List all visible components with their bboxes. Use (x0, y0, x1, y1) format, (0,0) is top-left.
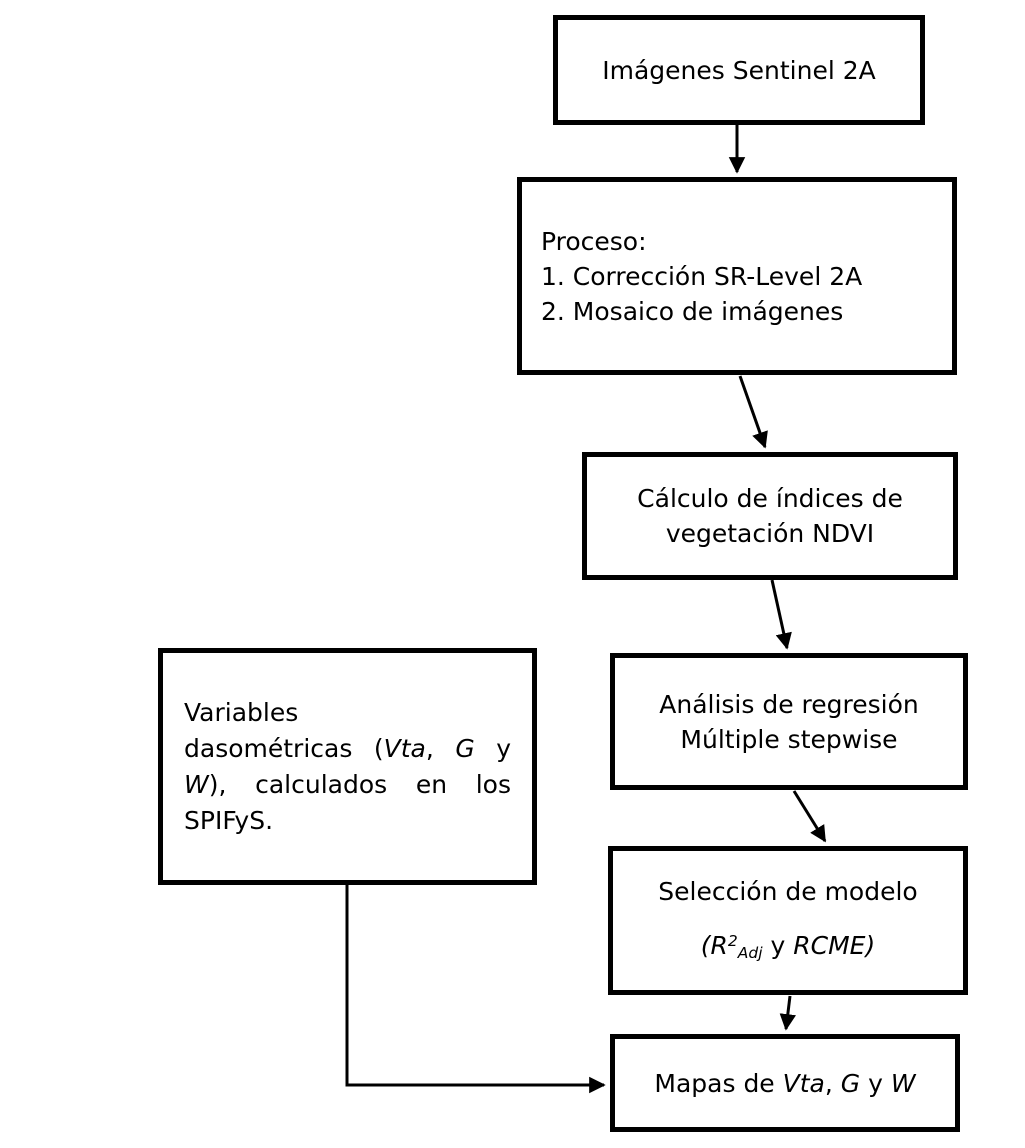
variables-word-dasometricas: dasométricas (184, 733, 353, 763)
box-calculo-ndvi-line2: vegetación NDVI (665, 519, 875, 548)
box-imagenes-sentinel-label: Imágenes Sentinel 2A (602, 55, 876, 85)
mapas-comma: , (824, 1068, 841, 1098)
box-seleccion-modelo: Selección de modelo (R2Adj y RCME) (608, 846, 968, 995)
arrow-variables-to-mapas (345, 881, 606, 1094)
formula-open-r: (R (700, 931, 728, 960)
arrow-regresion-to-seleccion (792, 790, 827, 843)
variables-word-calculados: calculados (255, 769, 388, 799)
formula-superscript-2: 2 (727, 932, 738, 951)
variables-word-los: los (475, 769, 511, 799)
variables-word-vta-group: (Vta, (373, 733, 434, 763)
box-analisis-regresion-line1: Análisis de regresión (659, 689, 919, 719)
box-proceso-item-1: 1. Corrección SR-Level 2A (541, 261, 863, 291)
variables-word-en: en (415, 769, 448, 799)
mapas-conjunction: y (860, 1068, 891, 1098)
variables-vta-italic: Vta (383, 733, 426, 763)
arrow-ndvi-to-regresion (770, 579, 792, 650)
box-seleccion-modelo-line1: Selección de modelo (658, 877, 918, 906)
box-imagenes-sentinel: Imágenes Sentinel 2A (553, 15, 925, 125)
box-mapas: Mapas de Vta, G y W (610, 1034, 960, 1132)
box-proceso-item-2: 2. Mosaico de imágenes (541, 296, 844, 326)
box-calculo-ndvi-line1: Cálculo de índices de (637, 484, 903, 513)
formula-rcme: RCME) (793, 931, 876, 960)
variables-line2: dasométricas (Vta, G y (184, 731, 511, 767)
variables-word-y: y (496, 733, 511, 763)
formula-subscript-adj: Adj (737, 944, 763, 963)
variables-line1: Variables (184, 697, 299, 727)
mapas-prefix: Mapas de (654, 1068, 783, 1098)
box-mapas-label: Mapas de Vta, G y W (654, 1066, 915, 1101)
box-variables-dasometricas: Variables dasométricas (Vta, G y W), cal… (158, 648, 537, 885)
variables-g-italic: G (455, 733, 475, 763)
mapas-vta-italic: Vta (782, 1068, 825, 1098)
box-analisis-regresion-line2: Múltiple stepwise (680, 724, 898, 754)
variables-line3: W), calculados en los (184, 767, 511, 803)
box-calculo-ndvi: Cálculo de índices de vegetación NDVI (582, 452, 958, 580)
mapas-w-italic: W (890, 1068, 916, 1098)
variables-line4: SPIFyS. (184, 805, 274, 835)
variables-w-italic: W (184, 769, 209, 799)
box-proceso-title: Proceso: (541, 226, 647, 256)
formula-conjunction: y (762, 931, 794, 960)
variables-w-group: W), (184, 769, 227, 799)
arrow-proceso-to-ndvi (738, 375, 768, 449)
box-analisis-regresion: Análisis de regresión Múltiple stepwise (610, 653, 968, 790)
box-proceso: Proceso: 1. Corrección SR-Level 2A 2. Mo… (517, 177, 957, 375)
arrow-seleccion-to-mapas (779, 995, 796, 1031)
mapas-g-italic: G (840, 1068, 861, 1098)
box-seleccion-modelo-formula: (R2Adj y RCME) (701, 928, 875, 967)
